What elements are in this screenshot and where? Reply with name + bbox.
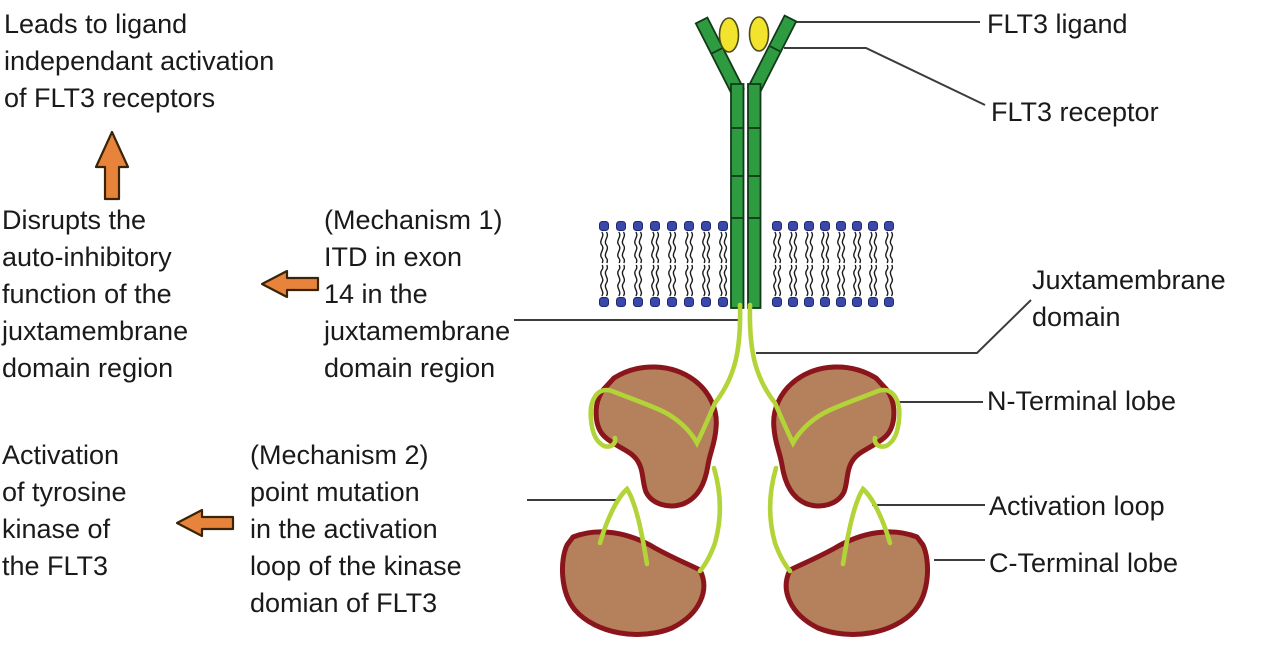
kinase-domain-left bbox=[562, 305, 740, 634]
arrow-left-mechanism2-icon bbox=[175, 508, 235, 538]
annotation-mechanism1: (Mechanism 1) ITD in exon 14 in the juxt… bbox=[324, 205, 511, 383]
leader-flt3-receptor bbox=[784, 47, 986, 106]
annotation-tyrosine-kinase-activation: Activation of tyrosine kinase of the FLT… bbox=[2, 440, 127, 581]
annotation-mechanism2: (Mechanism 2) point mutation in the acti… bbox=[250, 440, 462, 618]
label-juxtamembrane-domain: Juxtamembrane domain bbox=[1032, 265, 1226, 332]
annotation-disrupts-autoinhibitory: Disrupts the auto-inhibitory function of… bbox=[2, 205, 189, 383]
label-flt3-ligand: FLT3 ligand bbox=[987, 9, 1128, 39]
label-activation-loop: Activation loop bbox=[989, 491, 1165, 521]
membrane-inner-leaflet bbox=[598, 264, 895, 308]
membrane-outer-leaflet bbox=[598, 220, 895, 264]
leader-lines bbox=[514, 21, 1032, 561]
flt3-receptor-shape bbox=[694, 14, 798, 309]
arrow-up-icon bbox=[94, 130, 130, 201]
kinase-domain-right bbox=[750, 305, 928, 634]
leader-juxtamembrane-domain bbox=[756, 299, 1032, 354]
label-n-terminal-lobe: N-Terminal lobe bbox=[987, 386, 1177, 416]
annotation-ligand-independent-activation: Leads to ligand independant activation o… bbox=[4, 9, 275, 113]
label-c-terminal-lobe: C-Terminal lobe bbox=[989, 548, 1179, 578]
cell-membrane bbox=[598, 220, 895, 308]
label-flt3-receptor: FLT3 receptor bbox=[991, 97, 1159, 127]
flt3-ligand-shape bbox=[718, 16, 770, 53]
arrow-left-mechanism1-icon bbox=[260, 269, 320, 299]
